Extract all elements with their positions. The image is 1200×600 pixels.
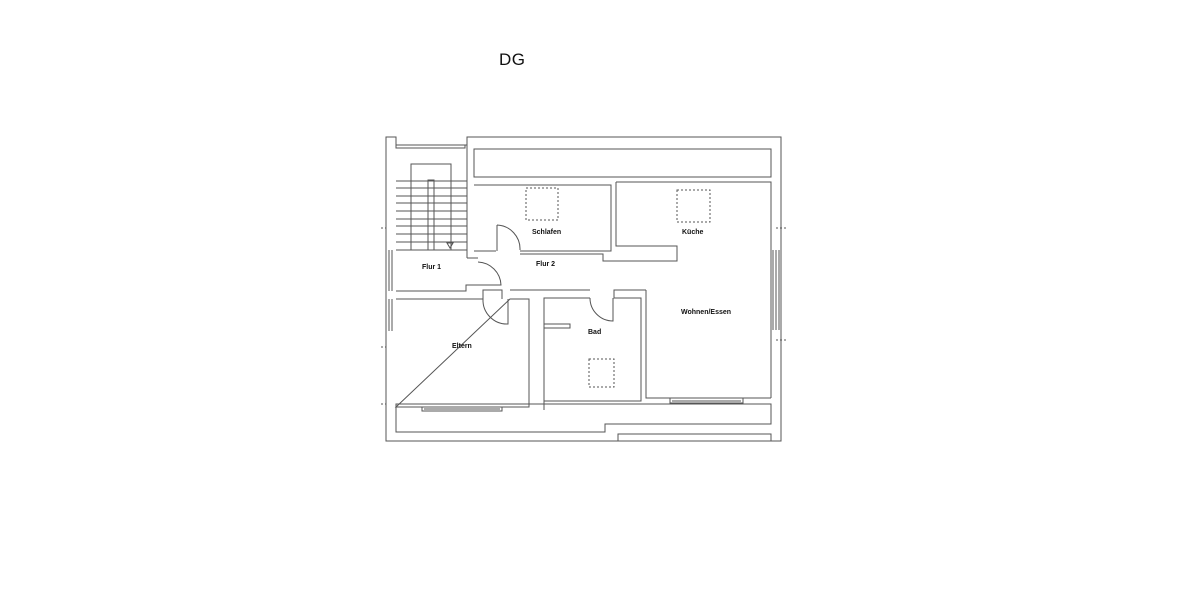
bad-wall-stub <box>544 323 571 329</box>
skylight-bad <box>588 358 615 388</box>
door-eltern[interactable] <box>482 298 509 325</box>
label-flur2: Flur 2 <box>536 261 555 268</box>
top-strip <box>473 148 772 178</box>
room-wohnen-wall <box>510 289 771 402</box>
label-kueche: Küche <box>682 229 704 236</box>
window-right <box>772 250 780 330</box>
skylight-kueche <box>676 189 711 223</box>
room-flur1-wall <box>396 257 478 292</box>
outer-wall <box>385 136 782 442</box>
label-bad: Bad <box>588 329 601 336</box>
room-eltern-wall <box>394 289 545 410</box>
window-left <box>388 250 393 331</box>
door-schlafen[interactable] <box>496 224 521 251</box>
skylight-schlafen <box>525 187 559 221</box>
staircase <box>396 163 467 251</box>
window-wohnen <box>669 398 744 404</box>
label-wohnen-essen: Wohnen/Essen <box>681 309 731 316</box>
label-eltern: Eltern <box>452 343 472 350</box>
label-schlafen: Schlafen <box>532 229 561 236</box>
room-kueche-wall <box>520 181 772 398</box>
label-flur1: Flur 1 <box>422 264 441 271</box>
window-eltern <box>421 407 503 412</box>
door-flur1[interactable] <box>477 261 502 286</box>
room-schlafen-wall <box>474 184 612 252</box>
floor-title: DG <box>499 50 526 69</box>
door-bad[interactable] <box>589 297 614 322</box>
